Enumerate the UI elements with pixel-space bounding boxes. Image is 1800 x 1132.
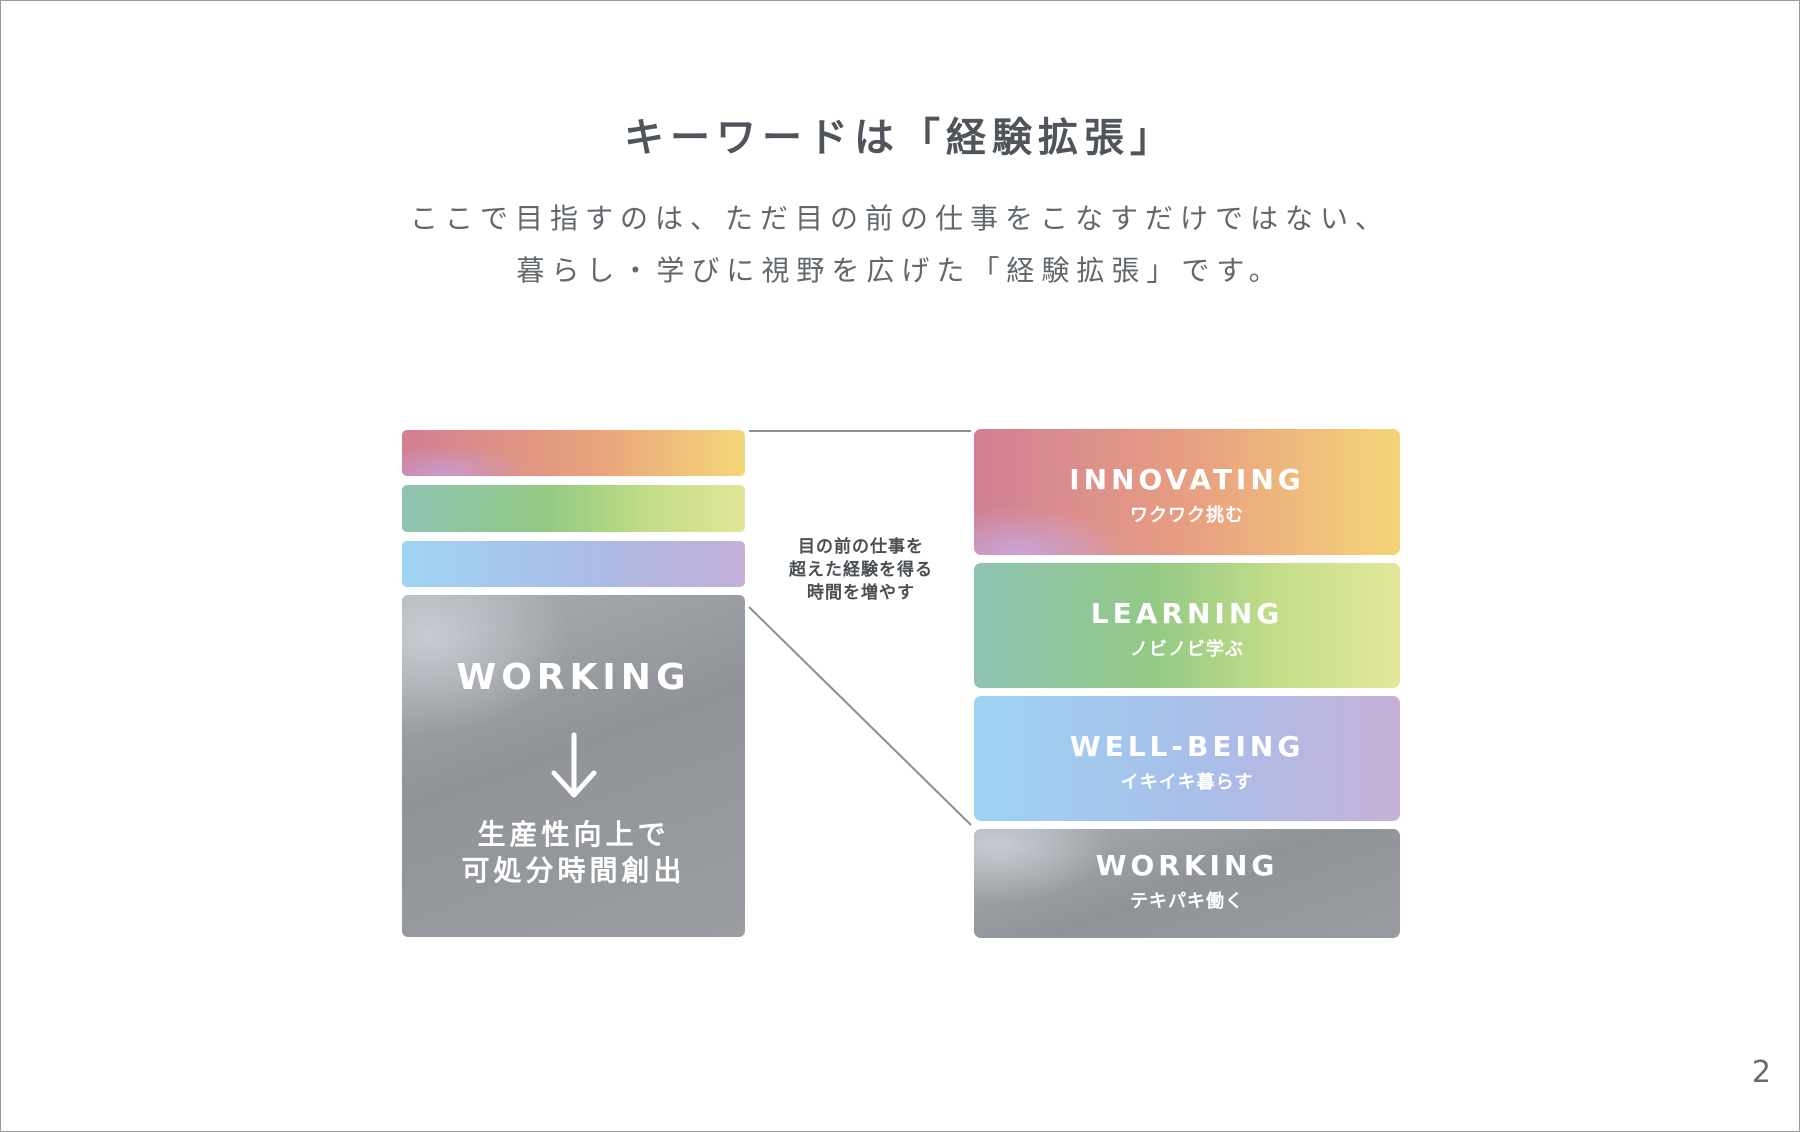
working-subtitle: テキパキ働く — [1130, 891, 1244, 912]
arrow-down-icon — [551, 732, 597, 798]
left-bar-learning — [402, 485, 745, 532]
connector-diagonal-line — [748, 606, 972, 826]
innovating-title: INNOVATING — [1069, 463, 1305, 496]
left-working-box: WORKING 生産性向上で 可処分時間創出 — [402, 595, 745, 937]
left-bar-wellbeing — [402, 541, 745, 587]
left-working-label: WORKING — [456, 657, 691, 698]
subtitle-line-1: ここで目指すのは、ただ目の前の仕事をこなすだけではない、 — [409, 202, 1390, 235]
left-working-desc-2: 可処分時間創出 — [461, 854, 686, 887]
right-box-innovating: INNOVATING ワクワク挑む — [974, 429, 1400, 555]
right-box-learning: LEARNING ノビノビ学ぶ — [974, 563, 1400, 688]
working-title: WORKING — [1095, 849, 1279, 882]
learning-subtitle: ノビノビ学ぶ — [1130, 639, 1244, 660]
wellbeing-subtitle: イキイキ暮らす — [1120, 772, 1254, 793]
innovating-subtitle: ワクワク挑む — [1130, 505, 1244, 526]
wellbeing-title: WELL-BEING — [1069, 730, 1305, 763]
middle-text-line-1: 目の前の仕事を — [798, 537, 924, 557]
slide-title: キーワードは「経験拡張」 — [624, 115, 1176, 161]
subtitle-line-2: 暮らし・学びに視野を広げた「経験拡張」です。 — [516, 254, 1284, 287]
page-number: 2 — [1751, 1055, 1771, 1090]
learning-title: LEARNING — [1090, 597, 1284, 630]
left-bar-innovating — [402, 430, 745, 476]
left-working-desc-1: 生産性向上で — [477, 818, 670, 851]
middle-text-line-2: 超えた経験を得る — [789, 560, 933, 580]
middle-text-line-3: 時間を増やす — [807, 583, 915, 603]
right-box-wellbeing: WELL-BEING イキイキ暮らす — [974, 696, 1400, 821]
right-box-working: WORKING テキパキ働く — [974, 829, 1400, 938]
